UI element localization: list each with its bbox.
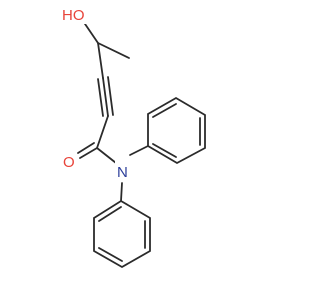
structure-diagram: HO O N — [60, 4, 206, 269]
bond-chiral-alkyne — [97, 42, 104, 79]
triple-bond — [97, 76, 114, 117]
phenyl-ring-upper — [147, 96, 206, 165]
hydroxyl-label-bg — [60, 4, 90, 24]
bond-chiral-hydroxyl — [82, 20, 99, 44]
carbonyl-oxygen-label: O — [63, 154, 75, 171]
carbonyl-double-bond — [77, 142, 98, 159]
bond-methyl-chiral — [97, 42, 130, 59]
amide-nitrogen-label: N — [117, 164, 128, 181]
aliphatic-chain — [77, 20, 130, 164]
bond-alkyne-carbonyl — [96, 115, 109, 149]
hydroxyl-label: HO — [62, 7, 85, 24]
bond-carbonyl-nitrogen — [96, 147, 117, 164]
bond-nitrogen-phenyl-upper — [129, 145, 149, 156]
bond-nitrogen-phenyl-lower — [120, 182, 123, 202]
carbonyl-oxygen-label-bg — [61, 151, 77, 171]
amide-nitrogen-label-bg — [115, 161, 131, 181]
phenyl-ring-lower — [93, 199, 151, 269]
